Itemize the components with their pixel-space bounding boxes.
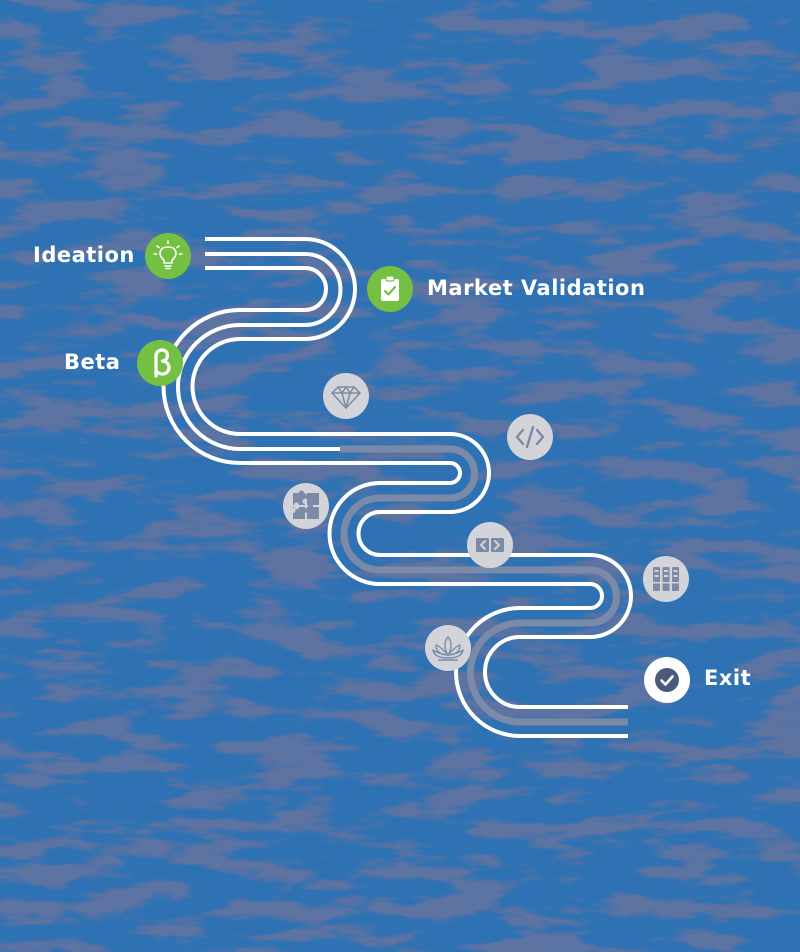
exit-node[interactable] xyxy=(644,657,690,703)
checkmark-icon xyxy=(655,668,679,692)
puzzle-icon xyxy=(293,490,319,519)
lightbulb-icon xyxy=(153,240,183,270)
milestone-node-diamond[interactable] xyxy=(323,373,369,419)
milestone-node-lotus[interactable] xyxy=(425,625,471,671)
diamond-icon xyxy=(331,386,361,409)
code-icon xyxy=(515,425,545,449)
market-validation-label: Market Validation xyxy=(427,276,646,300)
beta-label: Beta xyxy=(64,350,121,374)
lotus-icon xyxy=(432,636,464,661)
beta-node[interactable] xyxy=(137,340,183,386)
milestone-node-server[interactable] xyxy=(643,556,689,602)
market-validation-node[interactable] xyxy=(367,266,413,312)
road-center-line xyxy=(176,252,343,451)
milestone-node-code[interactable] xyxy=(507,414,553,460)
milestone-node-cards[interactable] xyxy=(467,522,513,568)
clipboard-check-icon xyxy=(381,275,399,301)
road-outer-line xyxy=(190,237,633,709)
road-inner-line xyxy=(161,266,628,738)
milestone-node-puzzle[interactable] xyxy=(283,483,329,529)
road-center-lane xyxy=(340,445,628,726)
cards-icon xyxy=(476,538,504,552)
ideation-label: Ideation xyxy=(33,243,135,267)
beta-icon xyxy=(154,348,171,378)
exit-label: Exit xyxy=(704,666,752,690)
ideation-node[interactable] xyxy=(145,233,191,279)
server-icon xyxy=(653,567,679,591)
